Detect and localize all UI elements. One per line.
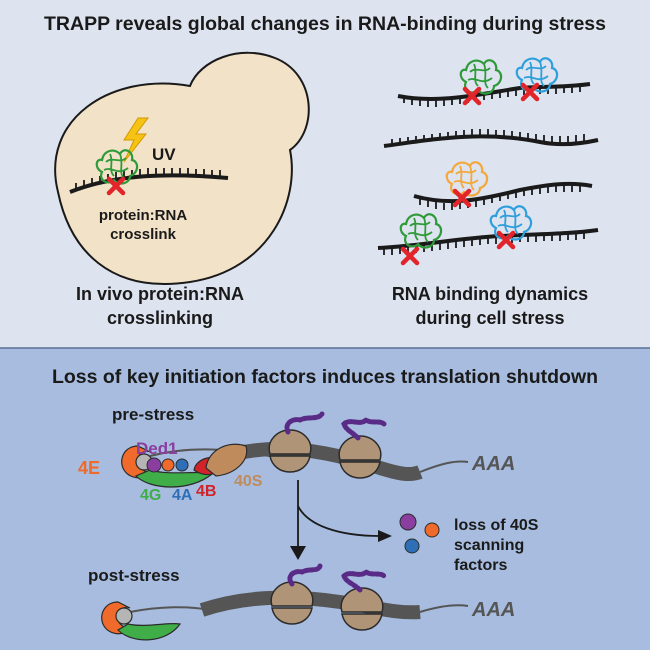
arrow-down-head — [290, 546, 306, 560]
poly-a-post: AAA — [471, 599, 515, 621]
pre-stress-label: pre-stress — [112, 405, 194, 424]
arrow-branch-head — [378, 530, 392, 542]
nascent-chain-post-1 — [287, 563, 323, 587]
post-stress-label: post-stress — [88, 566, 180, 585]
loss-text-line3: factors — [454, 557, 507, 574]
caption-left-line2: crosslinking — [107, 308, 213, 328]
ribosome-pre-2 — [338, 435, 382, 479]
crosslink-label-line2: crosslink — [110, 226, 177, 243]
rna-strand-2 — [383, 129, 599, 148]
loss-text-line1: loss of 40S — [454, 517, 539, 534]
arrow-branch — [297, 505, 381, 537]
rna-strand-3 — [413, 181, 593, 210]
caption-left-line1: In vivo protein:RNA — [76, 284, 244, 304]
crosslink-label-line1: protein:RNA — [99, 207, 187, 224]
nascent-chain-pre-2 — [341, 416, 387, 441]
mrna-post-stress — [129, 590, 469, 620]
factor-4g-shape-post — [117, 622, 182, 641]
factor-4a-label: 4A — [172, 487, 193, 504]
factor-4a-sphere — [175, 458, 189, 472]
factor-ded1-label: Ded1 — [136, 439, 178, 458]
factor-40s-label: 40S — [234, 473, 263, 490]
factor-4e-label: 4E — [78, 458, 100, 478]
factor-4g-label: 4G — [140, 487, 161, 504]
caption-right-line1: RNA binding dynamics — [392, 284, 588, 304]
nascent-chain-post-2 — [341, 568, 387, 593]
poly-a-pre: AAA — [471, 453, 515, 475]
uv-label: UV — [152, 145, 176, 164]
ribosome-post-1 — [270, 581, 314, 625]
lost-red-sphere — [424, 522, 440, 538]
bottom-panel-title: Loss of key initiation factors induces t… — [52, 366, 598, 388]
top-panel-title: TRAPP reveals global changes in RNA-bind… — [44, 13, 606, 35]
ribosome-pre-1 — [268, 429, 312, 473]
lost-4a-sphere — [404, 538, 420, 554]
factor-sphere-red — [161, 458, 175, 472]
caption-right-line2: during cell stress — [415, 308, 564, 328]
ribosome-post-2 — [340, 587, 384, 631]
lost-ded1-sphere — [399, 513, 417, 531]
factor-ded1-sphere — [146, 457, 162, 473]
yeast-cell — [54, 51, 310, 285]
loss-text-line2: scanning — [454, 537, 524, 554]
nascent-chain-pre-1 — [284, 411, 325, 435]
cap-circle-post — [115, 607, 133, 625]
factor-4b-label: 4B — [196, 483, 216, 500]
factor-40s-shape — [205, 443, 248, 477]
